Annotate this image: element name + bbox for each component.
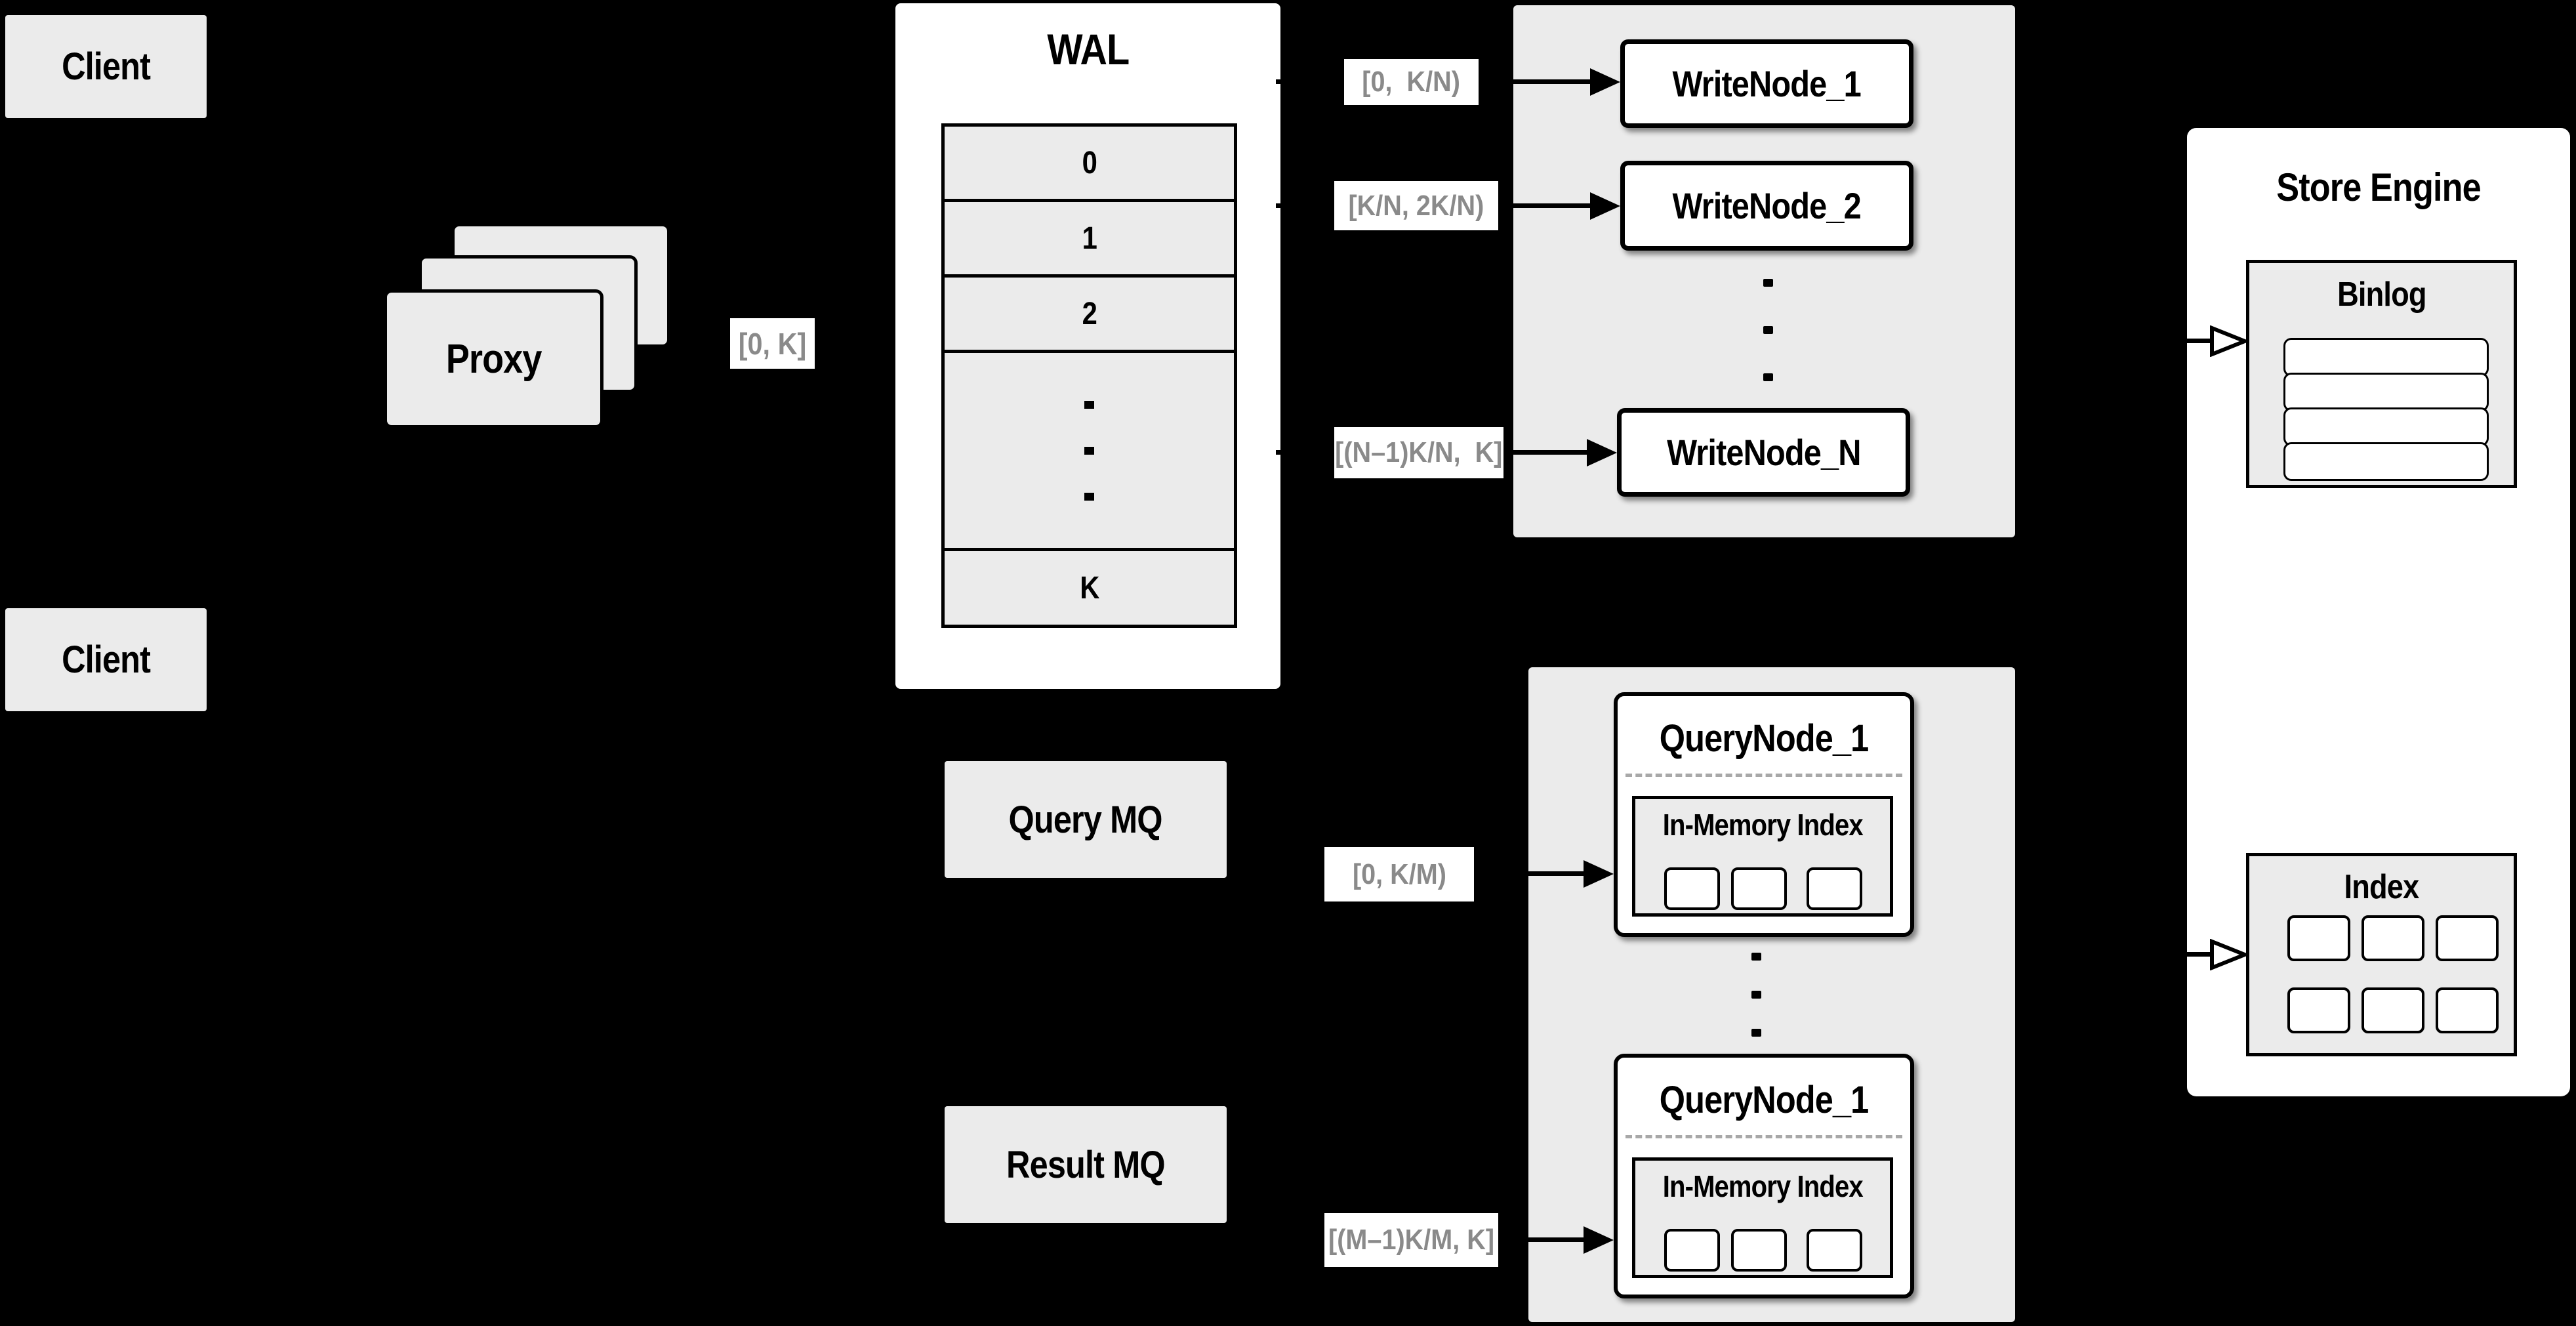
- binlog-row: [2283, 373, 2489, 411]
- index-segment: [1731, 867, 1787, 910]
- index-segment: [1807, 1229, 1862, 1272]
- range-label-write-1: [0, K/N): [1344, 59, 1479, 105]
- binlog-title: Binlog: [2337, 276, 2426, 314]
- binlog-row: [2283, 338, 2489, 377]
- query-node-2-title: QueryNode_1: [1659, 1078, 1869, 1121]
- wal-panel: WAL 0 1 2 K: [895, 3, 1280, 689]
- result-mq-box: Result MQ: [945, 1106, 1227, 1223]
- index-segment: [2361, 987, 2424, 1033]
- client-box-bottom: Client: [5, 608, 207, 711]
- range-label-write-n: [(N–1)K/N, K]: [1334, 427, 1503, 478]
- dashed-divider: [1625, 1135, 1902, 1138]
- arrowhead-icon: [1584, 860, 1614, 888]
- arrowhead-icon: [1584, 1226, 1614, 1254]
- proxy-box-front: Proxy: [384, 289, 603, 428]
- wal-segment-row: 1: [945, 202, 1234, 278]
- open-arrowhead-icon: [2210, 325, 2247, 357]
- arrowhead-icon: [1590, 192, 1620, 220]
- wal-segment-row: K: [945, 551, 1234, 625]
- range-label-write-2: [K/N, 2K/N): [1334, 181, 1498, 230]
- client-top-label: Client: [62, 45, 151, 88]
- write-node-n: WriteNode_N: [1617, 408, 1910, 497]
- query-node-2: QueryNode_1 In-Memory Index: [1614, 1054, 1914, 1298]
- write-node-2: WriteNode_2: [1620, 161, 1913, 251]
- client-bottom-label: Client: [62, 638, 151, 681]
- index-segment: [2436, 987, 2499, 1033]
- binlog-row: [2283, 407, 2489, 446]
- arrow-line: [2168, 952, 2211, 957]
- proxy-label: Proxy: [445, 336, 542, 382]
- arrow-line: [2168, 339, 2211, 343]
- wal-table: 0 1 2 K: [941, 123, 1237, 628]
- binlog-box: Binlog: [2246, 260, 2517, 488]
- dashed-divider: [1625, 774, 1902, 777]
- range-label-0-k: [0, K]: [730, 318, 815, 369]
- query-node-1-title: QueryNode_1: [1659, 716, 1869, 760]
- binlog-row: [2283, 442, 2489, 481]
- wal-segment-row: 0: [945, 127, 1234, 203]
- index-segment: [2287, 915, 2350, 961]
- arrowhead-icon: [1587, 439, 1617, 466]
- vertical-ellipsis-icon: [945, 353, 1234, 552]
- store-engine-title: Store Engine: [2276, 165, 2481, 209]
- client-box-top: Client: [5, 15, 207, 118]
- index-segment: [1807, 867, 1862, 910]
- index-segment: [2436, 915, 2499, 961]
- index-segment: [1664, 867, 1720, 910]
- index-segment: [1731, 1229, 1787, 1272]
- index-title: Index: [2344, 868, 2420, 906]
- in-memory-index-box: In-Memory Index: [1632, 1157, 1893, 1278]
- write-node-1: WriteNode_1: [1620, 39, 1913, 128]
- in-memory-index-box: In-Memory Index: [1632, 796, 1893, 917]
- index-box: Index: [2246, 853, 2517, 1056]
- in-memory-index-title: In-Memory Index: [1662, 1169, 1864, 1203]
- index-segment: [1664, 1229, 1720, 1272]
- open-arrowhead-icon: [2210, 939, 2247, 970]
- query-node-1: QueryNode_1 In-Memory Index: [1614, 692, 1914, 937]
- wal-segment-row: 2: [945, 278, 1234, 354]
- arrowhead-icon: [1590, 68, 1620, 96]
- range-label-query-1: [0, K/M): [1324, 847, 1474, 901]
- wal-title: WAL: [1047, 25, 1130, 73]
- index-segment: [2287, 987, 2350, 1033]
- store-engine-panel: Store Engine Binlog Index: [2187, 128, 2570, 1096]
- range-label-0-k-text: [0, K]: [738, 326, 807, 361]
- index-segment: [2361, 915, 2424, 961]
- range-label-query-m: [(M–1)K/M, K]: [1324, 1213, 1498, 1267]
- in-memory-index-title: In-Memory Index: [1662, 808, 1864, 842]
- query-mq-box: Query MQ: [945, 761, 1227, 878]
